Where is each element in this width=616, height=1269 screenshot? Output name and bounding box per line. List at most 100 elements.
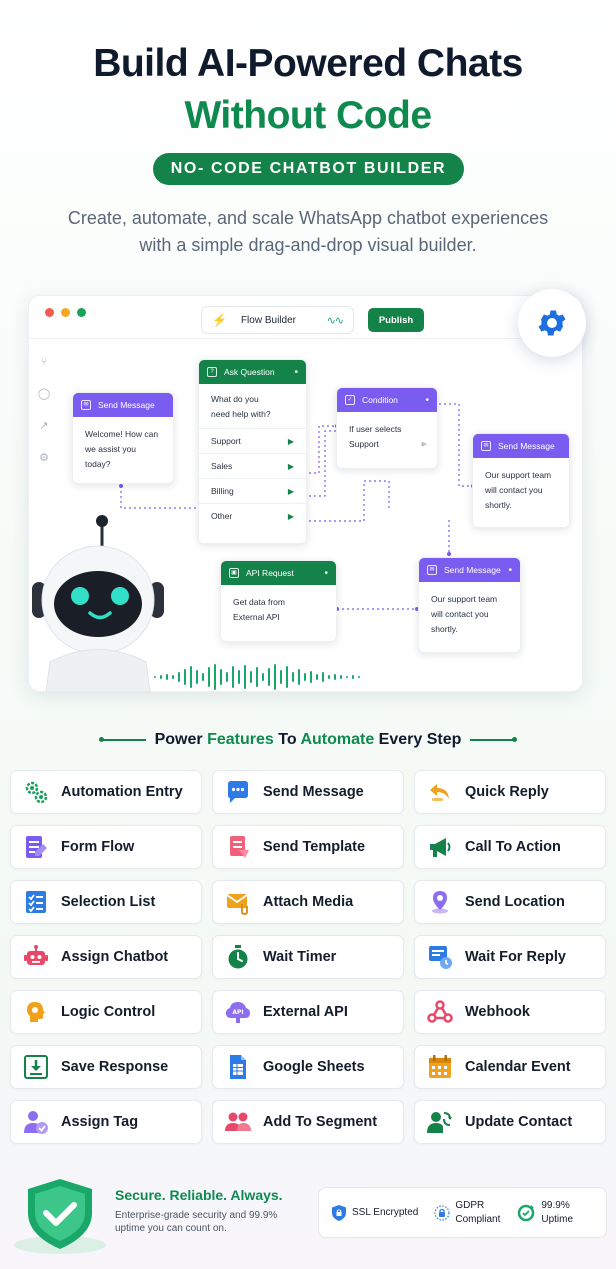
builder-topbar	[29, 296, 582, 339]
feature-attach-media[interactable]: Attach Media	[212, 880, 404, 924]
node-send-message-welcome[interactable]: ✉Send Message Welcome! How can we assist…	[72, 392, 174, 484]
uptime-text: 99.9% Uptime	[541, 1199, 573, 1227]
node-title: Condition	[362, 395, 398, 405]
megaphone-icon	[427, 834, 453, 860]
option-sales[interactable]: Sales▶	[199, 453, 306, 478]
voice-wave-icon	[154, 664, 360, 690]
node-text: need help with?	[211, 409, 271, 419]
option-other[interactable]: Other ▶	[199, 503, 306, 528]
flow-icon[interactable]: ⑂	[40, 356, 48, 368]
user-tag-icon	[23, 1109, 49, 1135]
node-text: Welcome! How can	[85, 429, 159, 439]
option-billing[interactable]: Billing▶	[199, 478, 306, 503]
feature-automation-entry[interactable]: Automation Entry	[10, 770, 202, 814]
node-send-message-followup[interactable]: ✉Send Message• Our support team will con…	[418, 557, 521, 653]
uptime-label-line2: Uptime	[541, 1213, 574, 1225]
lock-shield-icon	[331, 1204, 347, 1222]
activity-wave-icon: ∿∿	[326, 314, 344, 327]
node-menu-icon[interactable]: •	[324, 567, 328, 579]
checklist-icon	[23, 889, 49, 915]
reply-icon	[427, 779, 453, 805]
analytics-icon[interactable]: ↗	[39, 420, 49, 432]
settings-badge[interactable]	[518, 289, 586, 357]
feature-add-to-segment[interactable]: Add To Segment	[212, 1100, 404, 1144]
feature-google-sheets[interactable]: Google Sheets	[212, 1045, 404, 1089]
node-header: ✉Send Message	[473, 434, 569, 458]
subtitle-line1: Create, automate, and scale WhatsApp cha…	[67, 208, 549, 228]
node-menu-icon[interactable]: •	[425, 394, 429, 406]
feature-form-flow[interactable]: Form Flow	[10, 825, 202, 869]
option-label: Other	[211, 511, 233, 521]
condition-icon: ✓	[345, 395, 355, 405]
arrow-right-icon: ▶	[287, 436, 294, 446]
api-icon: ▣	[229, 568, 239, 578]
feature-label: Automation Entry	[61, 784, 183, 800]
gdpr-label-line2: Compliant	[455, 1213, 501, 1225]
node-menu-icon[interactable]: •	[508, 564, 512, 576]
node-text: External API	[233, 612, 280, 622]
brain-icon	[23, 999, 49, 1025]
node-header: ✓ Condition •	[337, 388, 437, 412]
template-icon	[225, 834, 251, 860]
feature-webhook[interactable]: Webhook	[414, 990, 606, 1034]
feature-assign-tag[interactable]: Assign Tag	[10, 1100, 202, 1144]
node-ask-question[interactable]: ?Ask Question• What do you need help wit…	[198, 359, 307, 544]
gdpr-lock-icon	[434, 1204, 450, 1222]
arrow-right-icon: ▶	[287, 461, 294, 471]
node-menu-icon[interactable]: •	[294, 366, 298, 378]
feature-send-location[interactable]: Send Location	[414, 880, 606, 924]
settings-icon[interactable]: ⚙	[39, 452, 49, 464]
node-title: Send Message	[444, 565, 501, 575]
feature-save-response[interactable]: Save Response	[10, 1045, 202, 1089]
feature-wait-for-reply[interactable]: Wait For Reply	[414, 935, 606, 979]
chat-bubble-icon	[225, 779, 251, 805]
feature-assign-chatbot[interactable]: Assign Chatbot	[10, 935, 202, 979]
feature-wait-timer[interactable]: Wait Timer	[212, 935, 404, 979]
message-icon: ✉	[481, 441, 491, 451]
webhook-icon	[427, 999, 453, 1025]
node-api-request[interactable]: ▣ API Request • Get data from External API	[220, 560, 337, 642]
heading-text-accent: Features	[207, 731, 274, 748]
arrow-right-icon: ▶	[287, 511, 294, 521]
flow-builder-tab[interactable]: ⚡ Flow Builder ∿∿	[201, 306, 354, 334]
node-send-message-support[interactable]: ✉Send Message Our support team will cont…	[472, 433, 570, 528]
feature-logic-control[interactable]: Logic Control	[10, 990, 202, 1034]
heading-decor-right	[469, 737, 517, 743]
feature-update-contact[interactable]: Update Contact	[414, 1100, 606, 1144]
node-body: Our support team will contact you shortl…	[419, 582, 520, 647]
security-title: Secure. Reliable. Always.	[115, 1187, 283, 1203]
feature-send-message[interactable]: Send Message	[212, 770, 404, 814]
node-text: shortly.	[485, 500, 512, 510]
robot-icon	[23, 944, 49, 970]
feature-label: Send Template	[263, 839, 366, 855]
maximize-dot[interactable]	[77, 308, 86, 317]
feature-call-to-action[interactable]: Call To Action	[414, 825, 606, 869]
feature-external-api[interactable]: API External API	[212, 990, 404, 1034]
ssl-label: SSL Encrypted	[352, 1207, 419, 1218]
window-controls	[45, 308, 86, 317]
stopwatch-icon	[225, 944, 251, 970]
chat-icon[interactable]: ◯	[37, 388, 51, 400]
minimize-dot[interactable]	[61, 308, 70, 317]
node-text: Our support team	[485, 470, 552, 480]
feature-send-template[interactable]: Send Template	[212, 825, 404, 869]
node-title: API Request	[246, 568, 294, 578]
uptime-label-line1: 99.9%	[541, 1199, 570, 1211]
security-desc-line1: Enterprise-grade security and 99.9%	[115, 1210, 278, 1221]
feature-calendar-event[interactable]: Calendar Event	[414, 1045, 606, 1089]
node-body: What do you need help with?	[199, 384, 306, 428]
arrow-right-icon: ▶	[421, 441, 427, 448]
node-text: will contact you	[431, 609, 489, 619]
gear-icon	[538, 310, 566, 336]
node-text: Get data from	[233, 597, 285, 607]
uptime-refresh-icon	[516, 1203, 536, 1223]
option-label: Support	[211, 436, 241, 446]
feature-quick-reply[interactable]: Quick Reply	[414, 770, 606, 814]
option-support[interactable]: Support ▶	[199, 428, 306, 453]
feature-selection-list[interactable]: Selection List	[10, 880, 202, 924]
publish-button[interactable]: Publish	[368, 308, 424, 332]
close-dot[interactable]	[45, 308, 54, 317]
node-body: Our support team will contact you shortl…	[473, 458, 569, 523]
node-condition[interactable]: ✓Condition• If user selects Support ▶	[336, 387, 438, 469]
